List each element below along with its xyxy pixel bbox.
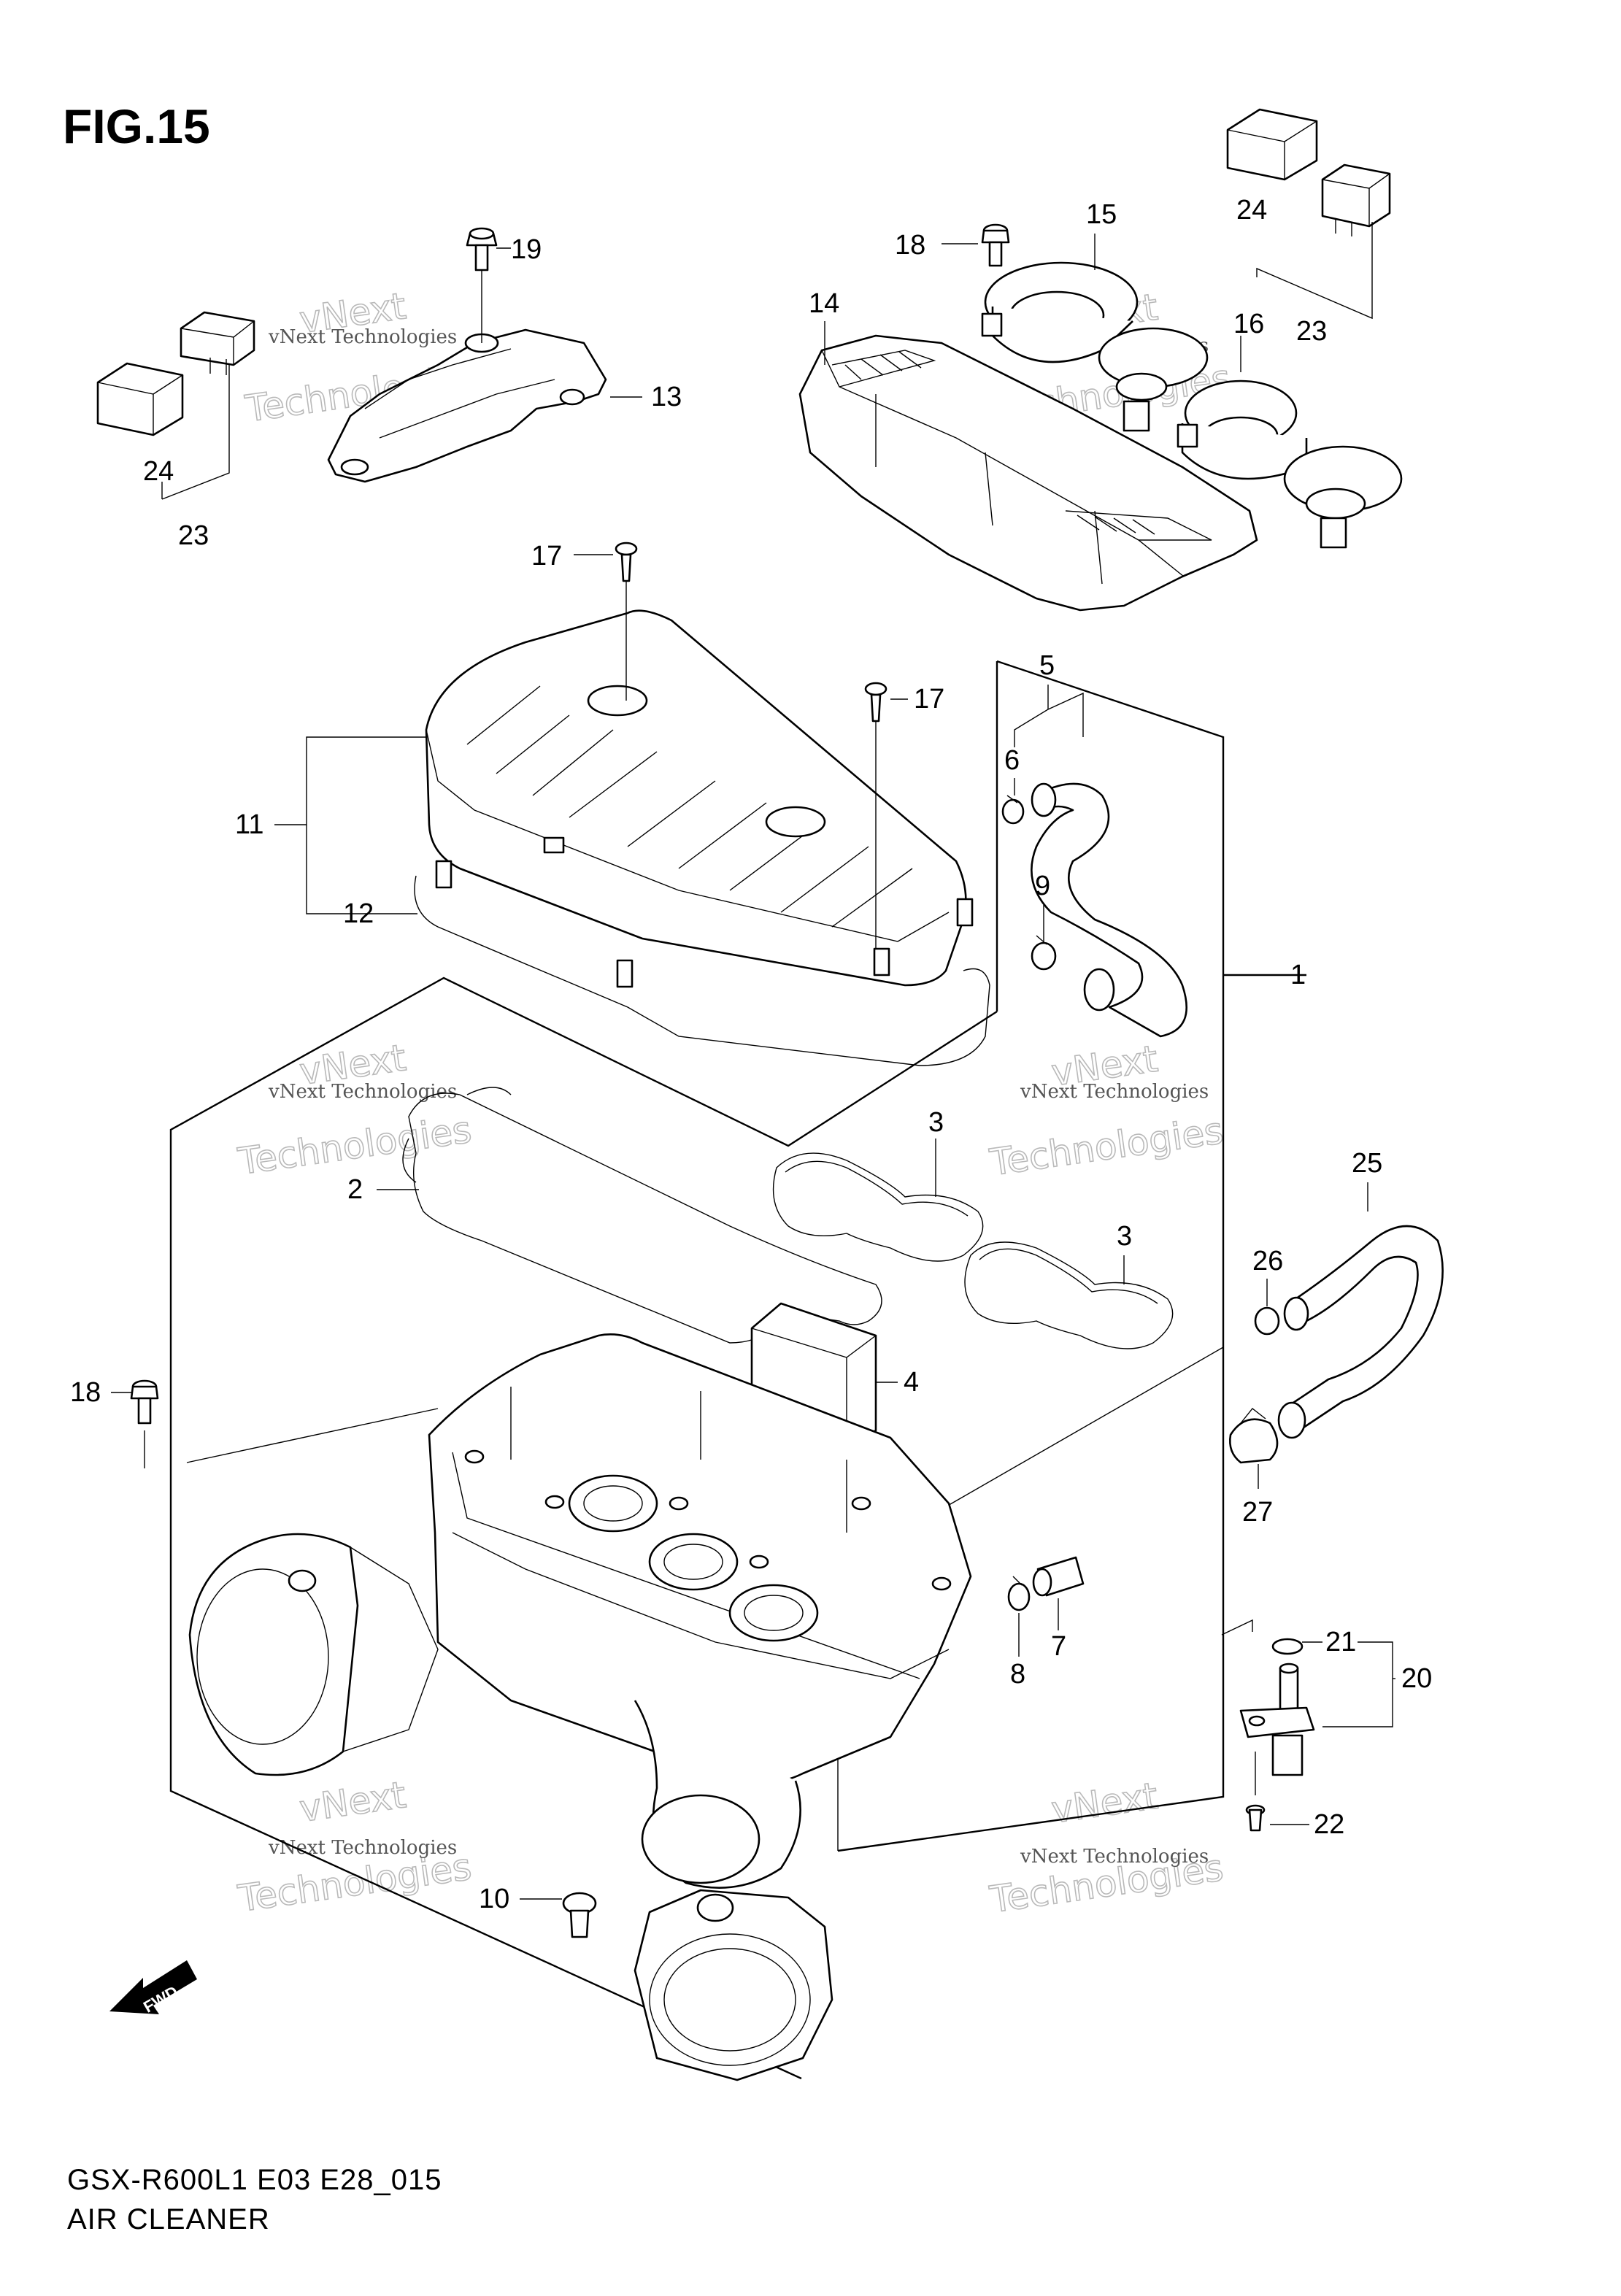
bottom-intake-duct (634, 1889, 833, 2081)
watermark-text-3: vNext Technologies (268, 1081, 457, 1103)
callout-24-left: 24 (143, 456, 174, 487)
leader-lines (111, 234, 1368, 1900)
callout-4: 4 (904, 1367, 919, 1398)
callout-24-right: 24 (1236, 195, 1267, 226)
part-9-clamp (1031, 935, 1057, 971)
part-7-plug (1032, 1556, 1085, 1597)
callout-2: 2 (347, 1174, 363, 1205)
svg-text:Technologies: Technologies (235, 1109, 474, 1183)
svg-text:Technologies: Technologies (987, 1109, 1225, 1184)
part-8-clamp (1007, 1576, 1031, 1611)
callouts: 19 13 24 23 14 15 16 18 24 23 17 17 11 1… (70, 195, 1432, 1914)
part-12-gasket (414, 875, 990, 1066)
watermark-text-5: vNext Technologies (268, 1837, 457, 1859)
callout-18-top: 18 (895, 230, 925, 261)
callout-13: 13 (651, 382, 682, 412)
watermark-text-1: vNext Technologies (268, 326, 457, 348)
callout-3-a: 3 (928, 1107, 944, 1138)
part-20-sensor (1239, 1663, 1315, 1776)
callout-11: 11 (235, 809, 263, 840)
part-23-connector-left (161, 311, 255, 500)
part-15-funnel (981, 261, 1209, 432)
callout-12: 12 (343, 898, 374, 929)
part-24-relay-left (96, 362, 184, 436)
callout-9: 9 (1035, 871, 1050, 901)
figure-title: FIG.15 (63, 99, 210, 153)
callout-3-b: 3 (1117, 1221, 1132, 1252)
svg-text:vNext: vNext (1049, 1775, 1160, 1832)
part-24-relay-right (1226, 108, 1318, 181)
part-18-bolt-left (130, 1379, 159, 1468)
part-10-clip (562, 1892, 597, 1938)
part-21-o-ring (1271, 1638, 1304, 1655)
part-2-element-gasket (408, 1093, 882, 1344)
part-11-cover (425, 609, 974, 988)
watermark-text-6: vNext Technologies (1020, 1846, 1209, 1868)
part-23-connector-right (1256, 163, 1391, 320)
part-13-bracket (327, 263, 607, 483)
watermark-text-4: vNext Technologies (1020, 1081, 1209, 1103)
callout-23-right: 23 (1296, 316, 1327, 347)
part-25-hose (1277, 1225, 1444, 1439)
forward-direction-badge: FWD (109, 1960, 197, 2016)
figure-caption: AIR CLEANER (67, 2203, 270, 2235)
callout-23-left: 23 (178, 520, 209, 551)
callout-10: 10 (479, 1884, 509, 1914)
assembly-frame (169, 660, 1306, 2080)
watermark-mid-left: Technologies vNext (235, 1036, 475, 1183)
left-intake-funnel (188, 1533, 439, 1776)
callout-14: 14 (809, 288, 839, 319)
watermark-mid-right: Technologies vNext (987, 1037, 1227, 1184)
callout-7: 7 (1051, 1631, 1066, 1662)
callout-21: 21 (1325, 1627, 1356, 1657)
part-26-clamp (1254, 1306, 1280, 1336)
callout-22: 22 (1314, 1809, 1344, 1840)
part-1-case (428, 1333, 972, 1889)
callout-19: 19 (511, 234, 542, 265)
part-3-gasket-a (772, 1152, 984, 1262)
part-19-bolt (466, 227, 498, 271)
callout-26: 26 (1252, 1246, 1283, 1276)
callout-15: 15 (1086, 199, 1117, 230)
callout-25: 25 (1352, 1148, 1382, 1179)
callout-1: 1 (1290, 960, 1306, 990)
part-22-screw (1245, 1752, 1266, 1832)
part-17-screw-b (864, 682, 887, 949)
callout-18-left: 18 (70, 1377, 101, 1408)
callout-8: 8 (1010, 1659, 1025, 1690)
callout-16: 16 (1233, 309, 1264, 339)
part-18-bolt-top (981, 223, 1010, 267)
part-27-clamp (1229, 1408, 1279, 1464)
callout-5: 5 (1039, 650, 1055, 681)
callout-27: 27 (1242, 1497, 1273, 1528)
figure-code: GSX-R600L1 E03 E28_015 (67, 2164, 442, 2196)
part-16-funnel (1177, 380, 1403, 549)
part-3-gasket-b (964, 1241, 1174, 1349)
callout-17-a: 17 (531, 541, 562, 571)
callout-17-b: 17 (914, 684, 944, 714)
svg-text:vNext: vNext (297, 1773, 409, 1830)
callout-20: 20 (1401, 1663, 1432, 1694)
callout-6: 6 (1004, 745, 1020, 776)
part-14-air-duct (798, 334, 1258, 612)
part-5-hose (1031, 782, 1188, 1038)
watermark-bottom-right: Technologies vNext (987, 1774, 1227, 1922)
part-6-clamp (1001, 795, 1025, 825)
part-17-screw-a (615, 542, 638, 701)
sensor-bracket-lines (1221, 1619, 1395, 1727)
